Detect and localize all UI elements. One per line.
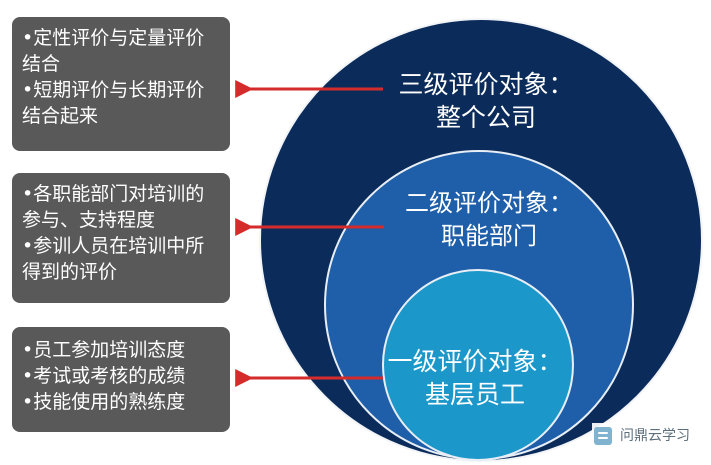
watermark-text: 问鼎云学习 (620, 428, 690, 444)
level-2-description-box: •各职能部门对培训的参与、支持程度 •参训人员在培训中所得到的评价 (12, 173, 230, 303)
level-1-title-line-1: 一级评价对象： (387, 347, 563, 376)
level-2-title-line-1: 二级评价对象： (405, 189, 573, 217)
level-2-label: 二级评价对象： 职能部门 (369, 187, 609, 253)
level-3-label: 三级评价对象： 整个公司 (366, 68, 606, 134)
level-2-title-line-2: 职能部门 (441, 222, 537, 250)
level-1-point-3: •技能使用的熟练度 (22, 391, 186, 413)
level-3-title-line-1: 三级评价对象： (398, 70, 574, 99)
level-1-title-line-2: 基层员工 (424, 380, 525, 409)
document-icon (594, 427, 612, 445)
level-3-title-line-2: 整个公司 (435, 103, 536, 132)
inner-circle (382, 269, 574, 461)
level-1-point-1: •员工参加培训态度 (22, 339, 186, 361)
level-3-point-1: •定性评价与定量评价结合 (22, 27, 205, 75)
level-1-label: 一级评价对象： 基层员工 (355, 345, 595, 411)
level-2-point-2: •参训人员在培训中所得到的评价 (22, 235, 205, 283)
level-1-description-box: •员工参加培训态度 •考试或考核的成绩 •技能使用的熟练度 (12, 327, 230, 432)
level-1-point-2: •考试或考核的成绩 (22, 365, 186, 387)
level-3-description-box: •定性评价与定量评价结合 •短期评价与长期评价结合起来 (12, 17, 230, 151)
watermark: 问鼎云学习 (592, 423, 698, 449)
level-3-point-2: •短期评价与长期评价结合起来 (22, 79, 205, 127)
level-2-point-1: •各职能部门对培训的参与、支持程度 (22, 183, 205, 231)
